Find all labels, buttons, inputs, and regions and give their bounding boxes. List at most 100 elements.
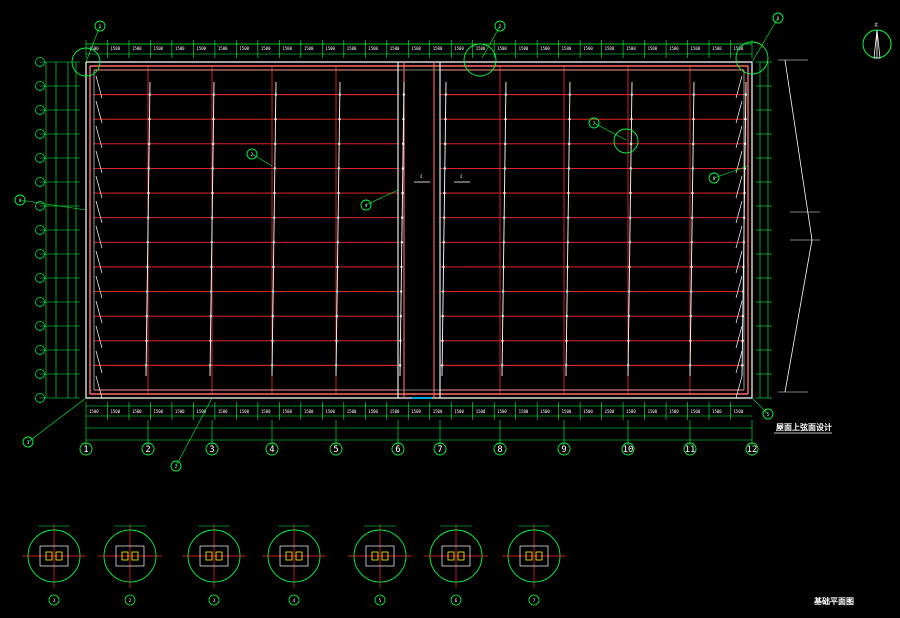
truss-node xyxy=(144,364,148,367)
callout-bubble xyxy=(494,20,506,32)
callout-leader xyxy=(713,165,749,179)
detail-anchor-bolt xyxy=(295,551,303,561)
truss-node xyxy=(401,191,404,195)
callout-label: 4 xyxy=(365,203,368,208)
truss-node xyxy=(504,93,508,96)
truss-node xyxy=(743,167,747,170)
truss-node xyxy=(337,191,340,195)
column-axis-bubble xyxy=(205,442,219,456)
callout-leader xyxy=(85,25,101,63)
dimension-value: 1500 xyxy=(519,46,529,51)
truss-node xyxy=(629,167,633,170)
dimension-value: 1500 xyxy=(712,409,722,414)
detail-anchor-bolt xyxy=(371,551,379,561)
truss-node xyxy=(566,241,570,244)
truss-node xyxy=(742,216,746,219)
dimension-value: 1500 xyxy=(411,409,421,414)
truss-node xyxy=(334,364,338,367)
dimension-value: 1500 xyxy=(175,409,185,414)
roof-truss xyxy=(271,81,277,377)
roof-truss xyxy=(501,81,507,377)
truss-node xyxy=(212,93,216,96)
truss-node xyxy=(443,167,447,170)
truss-node xyxy=(146,265,149,269)
wall-bracing xyxy=(95,175,103,199)
truss-node xyxy=(692,118,695,121)
truss-node xyxy=(401,167,405,170)
truss-node xyxy=(503,167,507,170)
dimension-value: 1500 xyxy=(497,409,507,414)
callout-leader xyxy=(175,397,213,467)
roof-truss xyxy=(399,81,405,377)
callout-bubble xyxy=(246,148,258,160)
detail-base-plate xyxy=(279,545,309,567)
row-axis-bubble xyxy=(35,57,45,67)
truss-node xyxy=(565,339,568,342)
truss-node xyxy=(627,290,631,293)
callout-label: 5 xyxy=(767,412,770,417)
dimension-value: 1500 xyxy=(540,46,550,51)
callout-label: 7 xyxy=(593,121,596,126)
dimension-value: 1500 xyxy=(282,46,292,51)
detail-label: 5 xyxy=(379,598,382,603)
truss-node xyxy=(209,290,213,293)
roof-truss xyxy=(335,81,341,377)
column-axis-bubble xyxy=(329,442,343,456)
dimension-value: 1500 xyxy=(476,409,486,414)
truss-node xyxy=(501,339,504,342)
roof-truss xyxy=(741,81,747,377)
dimension-value: 1500 xyxy=(454,409,464,414)
dimension-value: 1500 xyxy=(648,46,658,51)
truss-node xyxy=(148,118,151,121)
truss-node xyxy=(741,339,744,342)
truss-node xyxy=(689,290,693,293)
detail-base-plate xyxy=(115,545,145,567)
row-axis-bubble xyxy=(35,345,45,355)
plan-title: 屋面上弦面设计 xyxy=(776,422,832,432)
truss-node xyxy=(146,216,150,219)
dimension-value: 1500 xyxy=(519,409,529,414)
truss-node xyxy=(338,93,342,96)
dimension-value: 1500 xyxy=(691,46,701,51)
dimension-value: 1500 xyxy=(734,409,744,414)
column-axis-bubble xyxy=(265,442,279,456)
truss-node xyxy=(402,118,405,121)
truss-node xyxy=(271,339,274,342)
roof-truss xyxy=(209,81,215,377)
detail-label: 3 xyxy=(213,598,216,603)
wall-bracing xyxy=(95,100,103,124)
truss-node xyxy=(504,118,507,121)
wall-bracing xyxy=(95,150,103,174)
truss-node xyxy=(402,93,406,96)
callout-leader xyxy=(481,25,501,59)
truss-node xyxy=(147,191,150,195)
dimension-value: 1500 xyxy=(347,46,357,51)
row-axis-bubble xyxy=(35,153,45,163)
wall-bracing xyxy=(95,375,103,399)
dimension-value: 1500 xyxy=(454,46,464,51)
truss-node xyxy=(210,241,214,244)
truss-node xyxy=(502,216,506,219)
truss-node xyxy=(503,191,506,195)
callout-leader xyxy=(251,153,273,167)
truss-node xyxy=(272,216,276,219)
dimension-value: 1500 xyxy=(89,46,99,51)
dimension-value: 1500 xyxy=(626,409,636,414)
detail-anchor-bolt xyxy=(525,551,533,561)
detail-label: 7 xyxy=(533,598,536,603)
dimension-value: 1500 xyxy=(691,409,701,414)
truss-node xyxy=(743,142,747,146)
dimension-value: 1500 xyxy=(583,409,593,414)
truss-node xyxy=(691,167,695,170)
dimension-value: 1500 xyxy=(196,409,206,414)
dimension-value: 1500 xyxy=(261,46,271,51)
wall-bracing xyxy=(735,225,743,249)
detail-anchor-bolt xyxy=(55,551,63,561)
truss-node xyxy=(271,290,275,293)
truss-node xyxy=(146,241,150,244)
column-axis-bubble xyxy=(493,442,507,456)
truss-node xyxy=(692,93,696,96)
row-axis-bubble xyxy=(35,225,45,235)
